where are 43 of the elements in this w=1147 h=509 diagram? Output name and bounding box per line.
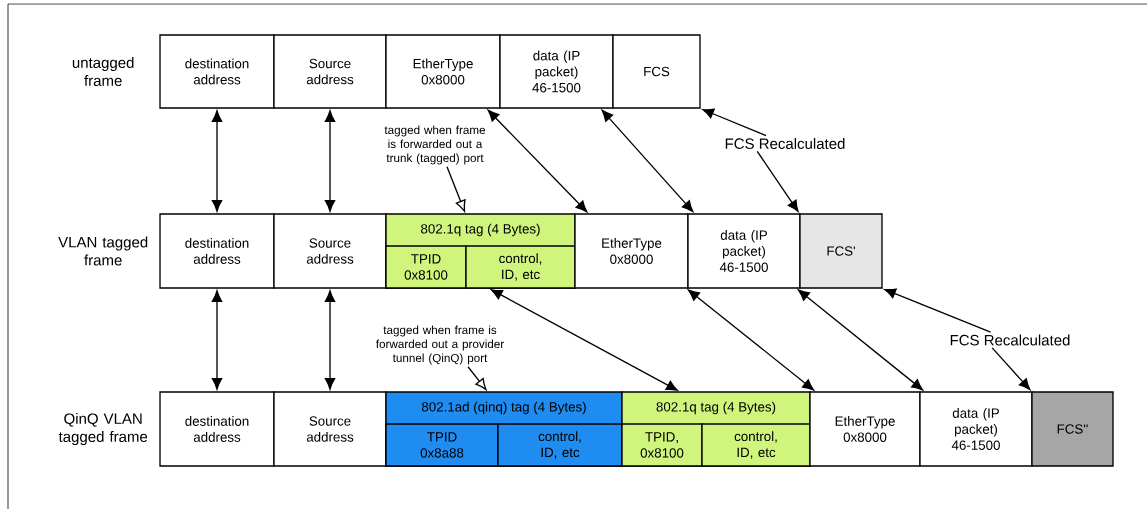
arrow: [797, 289, 924, 391]
field-cell: EtherType 0x8000: [574, 213, 689, 289]
leader-line: [884, 288, 992, 333]
field-cell: FCS: [612, 34, 701, 109]
annotation-text: FCS Recalculated: [725, 138, 845, 149]
field-cell: TPID 0x8a88: [385, 423, 499, 467]
field-cell: data (IP packet) 46-1500: [919, 391, 1033, 467]
field-cell: Source address: [273, 213, 387, 289]
annotation-text: tagged when frame is forwarded out a trunk (tagged) port: [384, 125, 486, 165]
field-cell: EtherType 0x8000: [385, 34, 501, 109]
field-cell: control, ID, etc: [465, 245, 576, 289]
field-cell: data (IP packet) 46-1500: [687, 213, 801, 289]
leader-line: [991, 347, 1031, 391]
annotation-text: FCS Recalculated: [950, 334, 1070, 346]
arrow: [211, 110, 223, 212]
leader-line: [702, 108, 767, 137]
field-cell: TPID, 0x8100: [621, 423, 703, 467]
field-cell: destination address: [159, 391, 275, 467]
field-cell: TPID 0x8100: [385, 245, 467, 289]
row-label: untagged frame: [72, 57, 134, 86]
leader-line: [446, 166, 466, 212]
row-label: VLAN tagged frame: [58, 236, 148, 266]
arrow: [324, 110, 336, 212]
leader-line: [756, 150, 799, 213]
field-cell: destination address: [159, 34, 275, 109]
field-cell: Source address: [273, 391, 387, 467]
field-cell: data (IP packet) 46-1500: [499, 34, 614, 109]
leader-line: [467, 366, 487, 391]
annotation-text: tagged when frame is forwarded out a provider tunnel (QinQ) port: [375, 325, 504, 365]
arrow: [324, 290, 336, 390]
field-cell: destination address: [159, 213, 275, 289]
row-label: QinQ VLAN tagged frame: [58, 413, 148, 445]
arrow: [687, 289, 815, 391]
arrow: [601, 109, 694, 213]
arrow: [490, 289, 678, 391]
field-cell: FCS': [799, 213, 883, 289]
field-cell: Source address: [273, 34, 387, 109]
arrow: [211, 290, 223, 390]
field-cell: FCS'': [1031, 391, 1114, 467]
field-cell: control, ID, etc: [701, 423, 811, 467]
field-cell: EtherType 0x8000: [809, 391, 921, 467]
arrow: [487, 109, 588, 213]
field-cell: control, ID, etc: [497, 423, 623, 467]
